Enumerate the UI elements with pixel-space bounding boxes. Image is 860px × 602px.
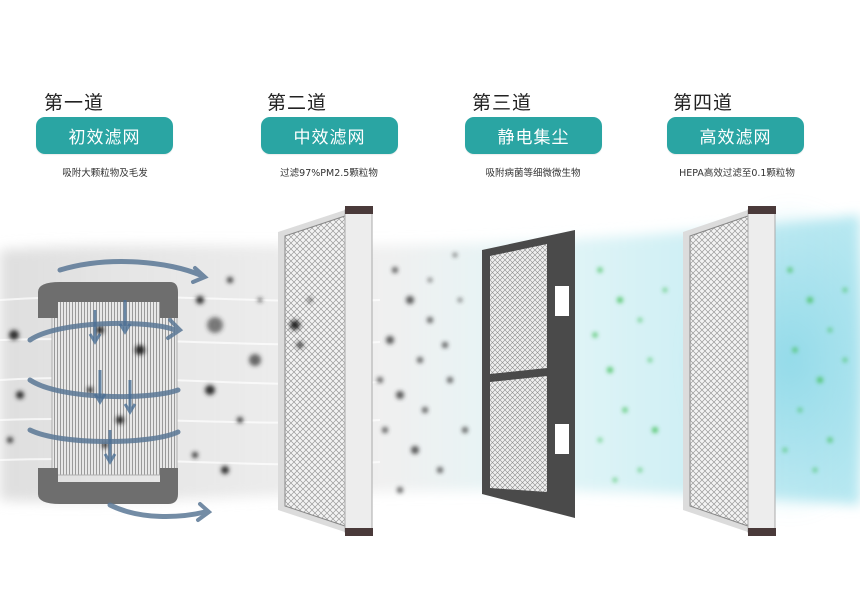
stage-1-desc: 吸附大颗粒物及毛发	[62, 168, 148, 179]
clean-particles	[592, 267, 847, 482]
primary-filter-cylinder	[38, 282, 178, 504]
stage-3-desc: 吸附病菌等细微微生物	[485, 168, 581, 179]
stage-2-label: 第二道	[267, 92, 328, 114]
medium-filter-panel	[278, 206, 373, 536]
dirty-particles	[7, 277, 262, 474]
stage-2-badge: 中效滤网	[261, 117, 398, 154]
inner-arrows	[88, 300, 137, 465]
stage-3-label: 第三道	[472, 92, 533, 114]
stage-1-badge: 初效滤网	[36, 117, 173, 154]
stage-4-name: 高效滤网	[699, 128, 772, 148]
stage-2-desc: 过滤97%PM2.5颗粒物	[280, 168, 378, 179]
medium-particles	[377, 253, 468, 493]
stage-4-desc: HEPA高效过滤至0.1颗粒物	[679, 168, 795, 179]
electrostatic-collector	[482, 230, 575, 518]
stage-1-label: 第一道	[44, 92, 105, 114]
stage-1-name: 初效滤网	[68, 128, 141, 148]
hepa-filter-panel	[683, 206, 776, 536]
stage-4-badge: 高效滤网	[667, 117, 804, 154]
stage-3-name: 静电集尘	[497, 128, 570, 148]
stage-2-name: 中效滤网	[293, 128, 366, 148]
stage-3-badge: 静电集尘	[465, 117, 602, 154]
stage-4-label: 第四道	[673, 92, 734, 114]
